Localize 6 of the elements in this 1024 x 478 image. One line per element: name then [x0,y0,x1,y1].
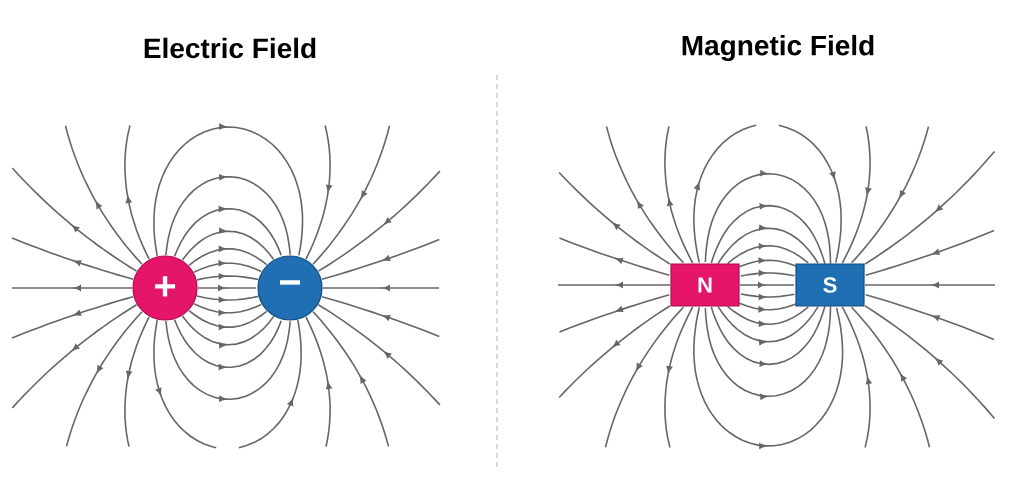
charge-sphere: − [257,255,323,321]
magnet-pole: N [670,263,740,307]
panel-title: Electric Field [144,37,316,59]
magnet-pole: S [795,263,865,307]
charge-sphere: + [132,255,198,321]
panel-title: Magnetic Field [682,34,874,62]
